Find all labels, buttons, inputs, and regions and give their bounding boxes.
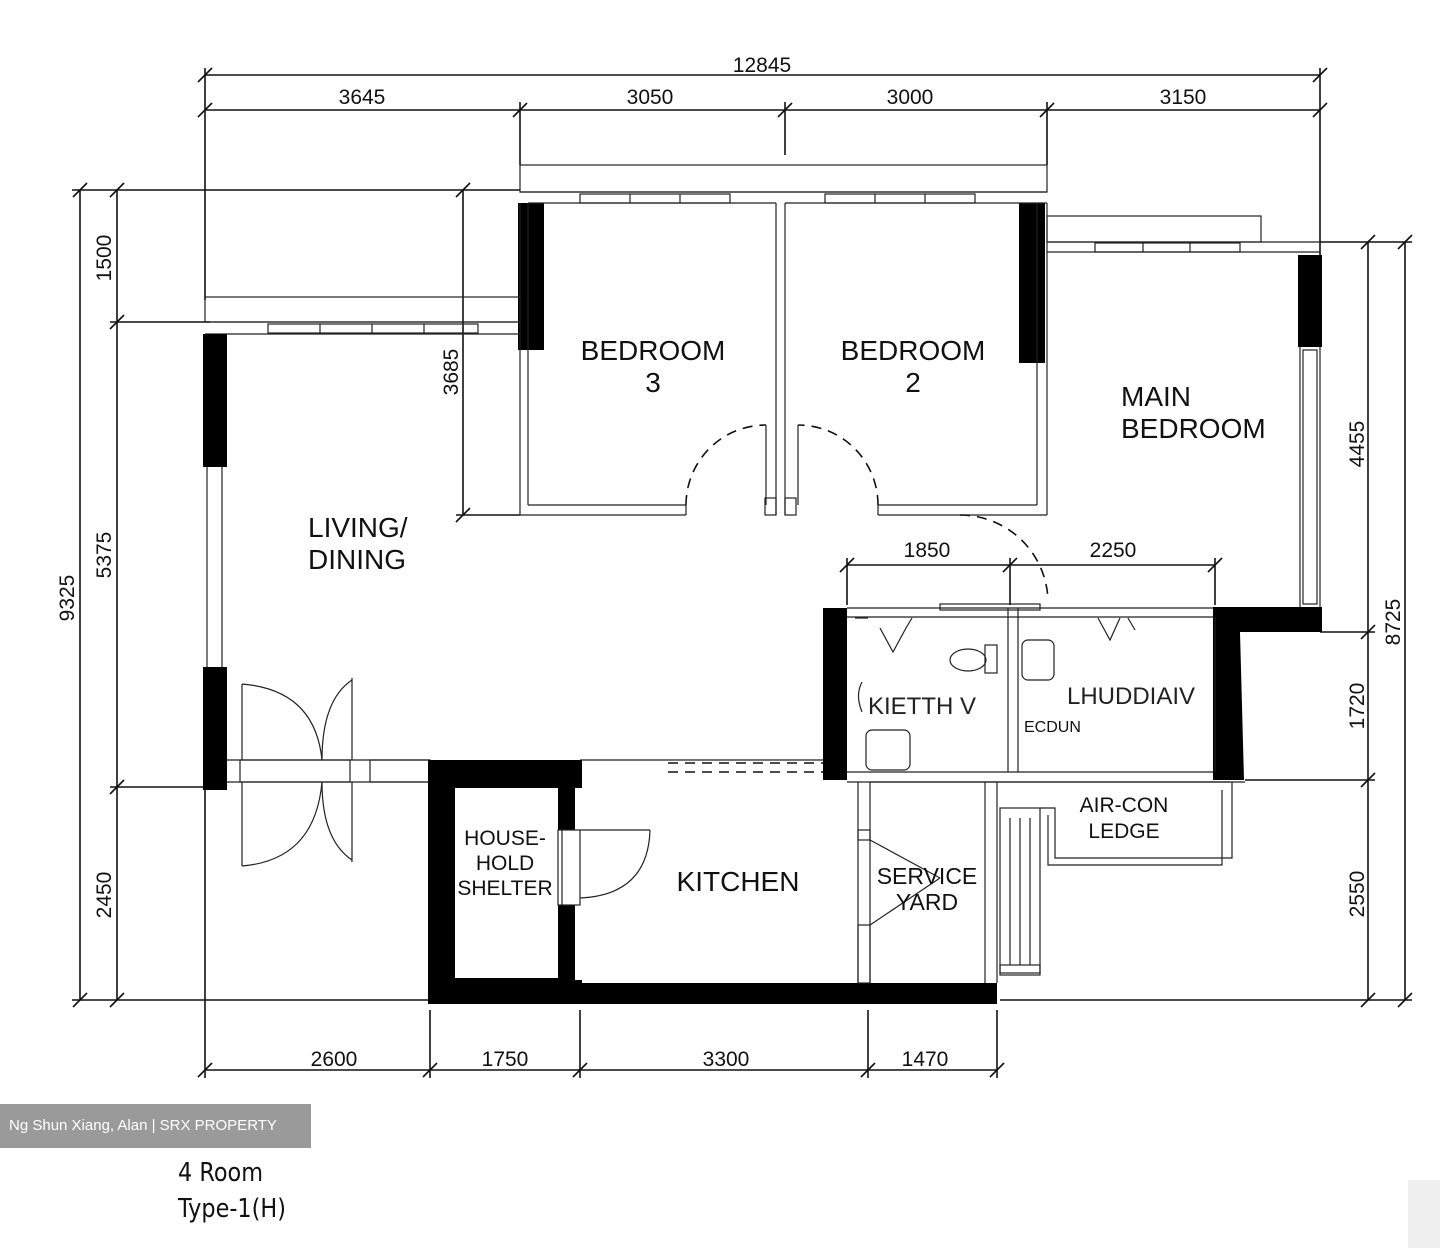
dim-right-1: 4455	[1346, 421, 1369, 468]
dim-top-3: 3000	[887, 86, 934, 109]
dim-left-total: 9325	[56, 575, 79, 622]
dim-bottom-1: 2600	[311, 1048, 358, 1071]
living-label-2: DINING	[308, 544, 406, 575]
bedroom3-label: BEDROOM	[581, 335, 726, 366]
shelter-label-3: SHELTER	[457, 877, 552, 900]
dim-bottom-2: 1750	[482, 1048, 529, 1071]
dim-bath-1: 1850	[904, 539, 951, 562]
door-swings	[241, 424, 1049, 926]
caption-room-type: 4 Room	[178, 1158, 264, 1188]
corner-widget	[1408, 1180, 1440, 1248]
caption-variant: Type-1(H)	[178, 1194, 286, 1224]
dim-left-1: 1500	[93, 235, 116, 282]
bath2-sub-label: ECDUN	[1024, 719, 1081, 736]
main-bedroom-label-1: MAIN	[1121, 381, 1191, 412]
kitchen-label: KITCHEN	[677, 866, 800, 897]
dim-top-4: 3150	[1160, 86, 1207, 109]
dim-left-3: 2450	[93, 872, 116, 919]
dim-bottom-3: 3300	[703, 1048, 750, 1071]
watermark: Ng Shun Xiang, Alan | SRX PROPERTY	[0, 1104, 311, 1148]
living-label-1: LIVING/	[308, 512, 408, 543]
bath2-label: LHUDDIAIV	[1067, 683, 1195, 710]
dimension-lines	[72, 67, 1413, 1078]
dim-bottom-4: 1470	[902, 1048, 949, 1071]
dim-right-2: 1720	[1346, 683, 1369, 730]
dim-top-1: 3645	[339, 86, 386, 109]
shelter-label-2: HOLD	[476, 852, 534, 875]
dim-right-3: 2550	[1346, 871, 1369, 918]
main-bedroom-label-2: BEDROOM	[1121, 413, 1266, 444]
service-yard-label-1: SERVICE	[877, 863, 978, 889]
bedroom3-number: 3	[645, 367, 661, 398]
shelter-label-1: HOUSE-	[464, 827, 546, 850]
bath1-label: KIETTH V	[868, 693, 976, 720]
dim-left-2: 5375	[93, 532, 116, 579]
dimension-labels: 12845 3645 3050 3000 3150 2600 1750 3300…	[56, 54, 1405, 1071]
dim-top-2: 3050	[627, 86, 674, 109]
bedroom2-number: 2	[905, 367, 921, 398]
dim-right-total: 8725	[1382, 599, 1405, 646]
plan-caption: 4 Room Type-1(H)	[178, 1155, 286, 1227]
dim-inner-bedroom: 3685	[440, 349, 463, 396]
bedroom2-label: BEDROOM	[841, 335, 986, 366]
aircon-ledge-label-1: AIR-CON	[1080, 794, 1169, 817]
walls	[203, 164, 1322, 1004]
aircon-ledge-label-2: LEDGE	[1088, 820, 1159, 843]
dim-top-total: 12845	[733, 54, 791, 77]
dim-bath-2: 2250	[1090, 539, 1137, 562]
service-yard-label-2: YARD	[896, 889, 958, 915]
room-labels: BEDROOM 3 BEDROOM 2 MAIN BEDROOM LIVING/…	[308, 335, 1266, 915]
